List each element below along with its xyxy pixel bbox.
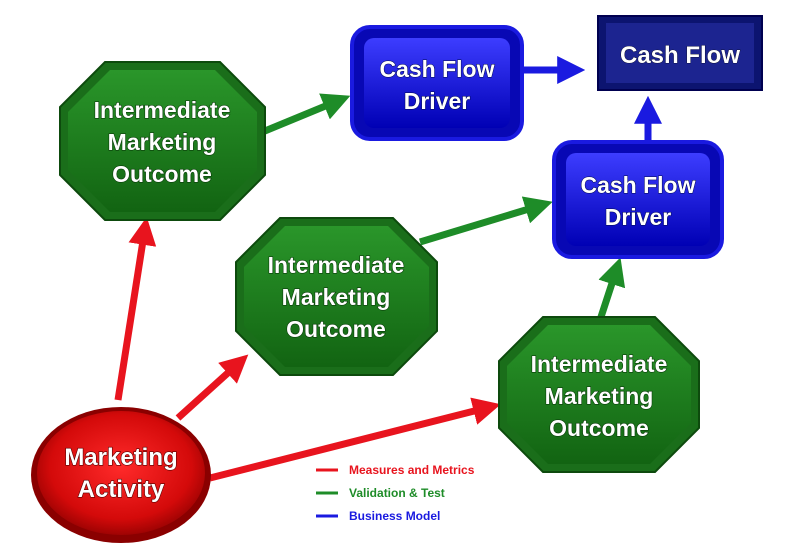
activity-node: Marketing Activity — [31, 407, 211, 543]
driver-mid-line-2: Driver — [605, 204, 672, 230]
driver-top-line-2: Driver — [404, 88, 471, 114]
outcome-top-line-2: Marketing — [108, 129, 217, 155]
driver-top-line-1: Cash Flow — [379, 56, 494, 82]
legend-item-measures: Measures and Metrics — [316, 463, 475, 477]
arrow-activity-to-outcome-top — [114, 216, 157, 401]
arrow-activity-to-outcome-low — [209, 397, 501, 482]
arrow-outcome-mid-to-driver-mid — [418, 196, 553, 246]
driver-mid-line-1: Cash Flow — [580, 172, 695, 198]
outcome-mid-line-3: Outcome — [286, 316, 386, 342]
outcome-low-line-3: Outcome — [549, 415, 649, 441]
activity-line-1: Marketing — [64, 444, 177, 471]
outcome-mid-line-2: Marketing — [282, 284, 391, 310]
legend-label-measures: Measures and Metrics — [349, 463, 475, 477]
outcome-node-low: Intermediate Marketing Outcome — [498, 316, 700, 473]
legend-label-validation: Validation & Test — [349, 486, 445, 500]
outcome-low-line-2: Marketing — [545, 383, 654, 409]
cash-flow-label: Cash Flow — [620, 42, 740, 69]
arrow-activity-to-outcome-mid — [175, 354, 249, 421]
outcome-mid-line-1: Intermediate — [268, 252, 405, 278]
outcome-top-line-3: Outcome — [112, 161, 212, 187]
activity-line-2: Activity — [78, 476, 165, 503]
driver-node-mid: Cash Flow Driver — [552, 140, 724, 259]
legend-item-business-model: Business Model — [316, 509, 440, 523]
driver-node-top: Cash Flow Driver — [350, 25, 524, 141]
outcome-node-top: Intermediate Marketing Outcome — [59, 61, 266, 221]
legend-item-validation: Validation & Test — [316, 486, 445, 500]
outcome-node-mid: Intermediate Marketing Outcome — [235, 217, 438, 376]
legend: Measures and Metrics Validation & Test B… — [316, 463, 475, 523]
outcome-top-line-1: Intermediate — [94, 97, 231, 123]
arrow-outcome-top-to-driver-top — [258, 93, 351, 137]
outcome-low-line-1: Intermediate — [531, 351, 668, 377]
arrow-outcome-low-to-driver-mid — [596, 257, 626, 322]
legend-label-business-model: Business Model — [349, 509, 440, 523]
cash-flow-node: Cash Flow — [597, 15, 763, 91]
